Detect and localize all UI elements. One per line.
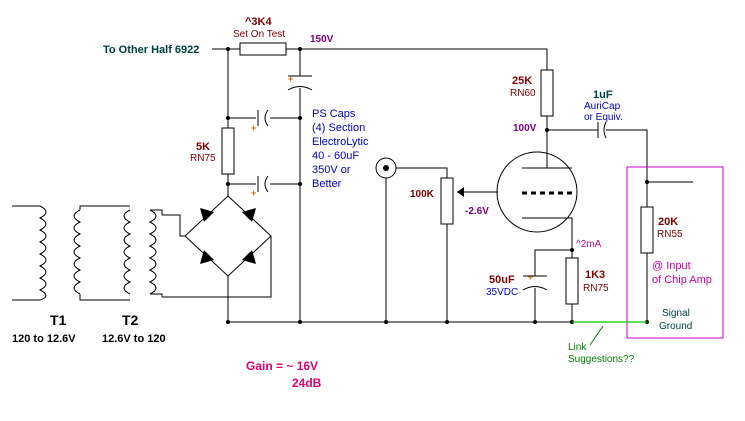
label-r1k3-value: 1K3 [585,269,605,281]
label-c50-value: 50uF [489,274,515,286]
polarity-plus: + [251,188,256,198]
label-gain-1: Gain = ~ 16V [246,359,318,373]
polarity-plus: + [251,123,256,133]
label-gain-2: 24dB [292,376,322,390]
label-r25k-type: RN60 [510,88,536,99]
label-other-half: To Other Half 6922 [103,44,199,56]
label-c1-type-2: or Equiv. [584,112,623,123]
wire-t2-out [150,209,163,297]
junction-dot [533,320,537,324]
capacitor-ps-2 [257,109,269,127]
label-r20k-type: RN55 [657,229,683,240]
chip-amp-box [626,166,724,339]
label-pot-value: 100K [410,189,435,200]
junction-dot [226,182,230,186]
wire-t1-t2 [79,205,130,301]
wire-b-plus [300,48,548,70]
label-cathode-i: ^2mA [576,239,602,250]
label-r25k-value: 25K [512,75,532,87]
triode-tube [496,151,578,233]
resistor-25k [540,69,554,117]
junction-dot [298,320,302,324]
label-link-2: Suggestions?? [568,354,635,365]
polarity-plus: + [288,74,293,84]
label-c50-rating: 35VDC [486,287,518,298]
capacitor-ps-3 [257,175,269,193]
label-t2-name: T2 [122,312,139,328]
transformer-t2-secondary [148,209,157,295]
label-ps-caps-1: PS Caps [312,108,356,120]
label-t1-ratio: 120 to 12.6V [12,333,76,345]
junction-dot [298,47,302,51]
transformer-t2-primary [123,209,132,295]
label-r-top-note: Set On Test [233,29,285,40]
label-ps-caps-2: (4) Section [312,122,365,134]
junction-dot [445,320,449,324]
label-r5k-value: 5K [196,141,210,153]
junction-dot [570,248,574,252]
junction-dot [226,116,230,120]
resistor-1k3 [565,257,579,305]
diode-3 [200,250,214,264]
diode-1 [200,208,214,222]
junction-dot [545,128,549,132]
resistor-5k [221,127,235,175]
label-r1k3-type: RN75 [583,283,609,294]
polarity-plus: + [528,272,533,282]
label-b-plus: 150V [310,34,334,45]
wire-input [396,167,448,178]
junction-dot [384,320,388,324]
label-chip-1: @ Input [652,260,691,272]
capacitor-ps-top [287,75,313,91]
label-ps-caps-3: ElectroLytic [312,136,369,148]
wire-bridge-left [162,214,185,237]
label-ps-caps-6: Better [312,178,342,190]
wire-cathode-bypass [534,249,572,276]
junction-dot [298,182,302,186]
label-ps-caps-4: 40 - 60uF [312,150,359,162]
junction-dot [226,47,230,51]
label-grid-v: -2.6V [465,206,489,217]
label-plate-v: 100V [513,123,537,134]
transformer-t1-secondary [73,209,82,295]
input-jack-center [383,165,389,171]
diode-2 [242,208,256,222]
transformer-t1-primary [38,205,47,301]
capacitor-50uf [522,275,548,291]
label-t1-name: T1 [50,312,67,328]
label-link-1: Link [568,342,587,353]
junction-dot [226,320,230,324]
wire-t1-primary [12,205,40,301]
junction-dot [298,116,302,120]
diode-4 [242,250,256,264]
potentiometer-wiper-arrow [457,187,464,197]
label-ps-caps-5: 350V or [312,164,351,176]
label-r-top-value: ^3K4 [245,16,272,28]
triode-cathode [522,217,573,246]
label-sig-1: Signal [662,308,690,319]
bridge-rectifier [184,195,272,277]
wire-bridge-right [162,236,272,298]
label-c1-value: 1uF [593,89,613,101]
label-r5k-type: RN75 [190,153,216,164]
resistor-3k4 [239,42,287,56]
label-sig-2: Ground [659,321,692,332]
link-pointer [589,325,604,346]
potentiometer-100k [440,177,454,225]
junction-dot [645,180,649,184]
label-r20k-value: 20K [658,216,678,228]
capacitor-1uf [597,121,607,139]
label-chip-2: of Chip Amp [652,274,712,286]
resistor-20k [640,206,654,254]
label-t2-ratio: 12.6V to 120 [102,333,166,345]
label-c1-type-1: AuriCap [584,101,621,112]
